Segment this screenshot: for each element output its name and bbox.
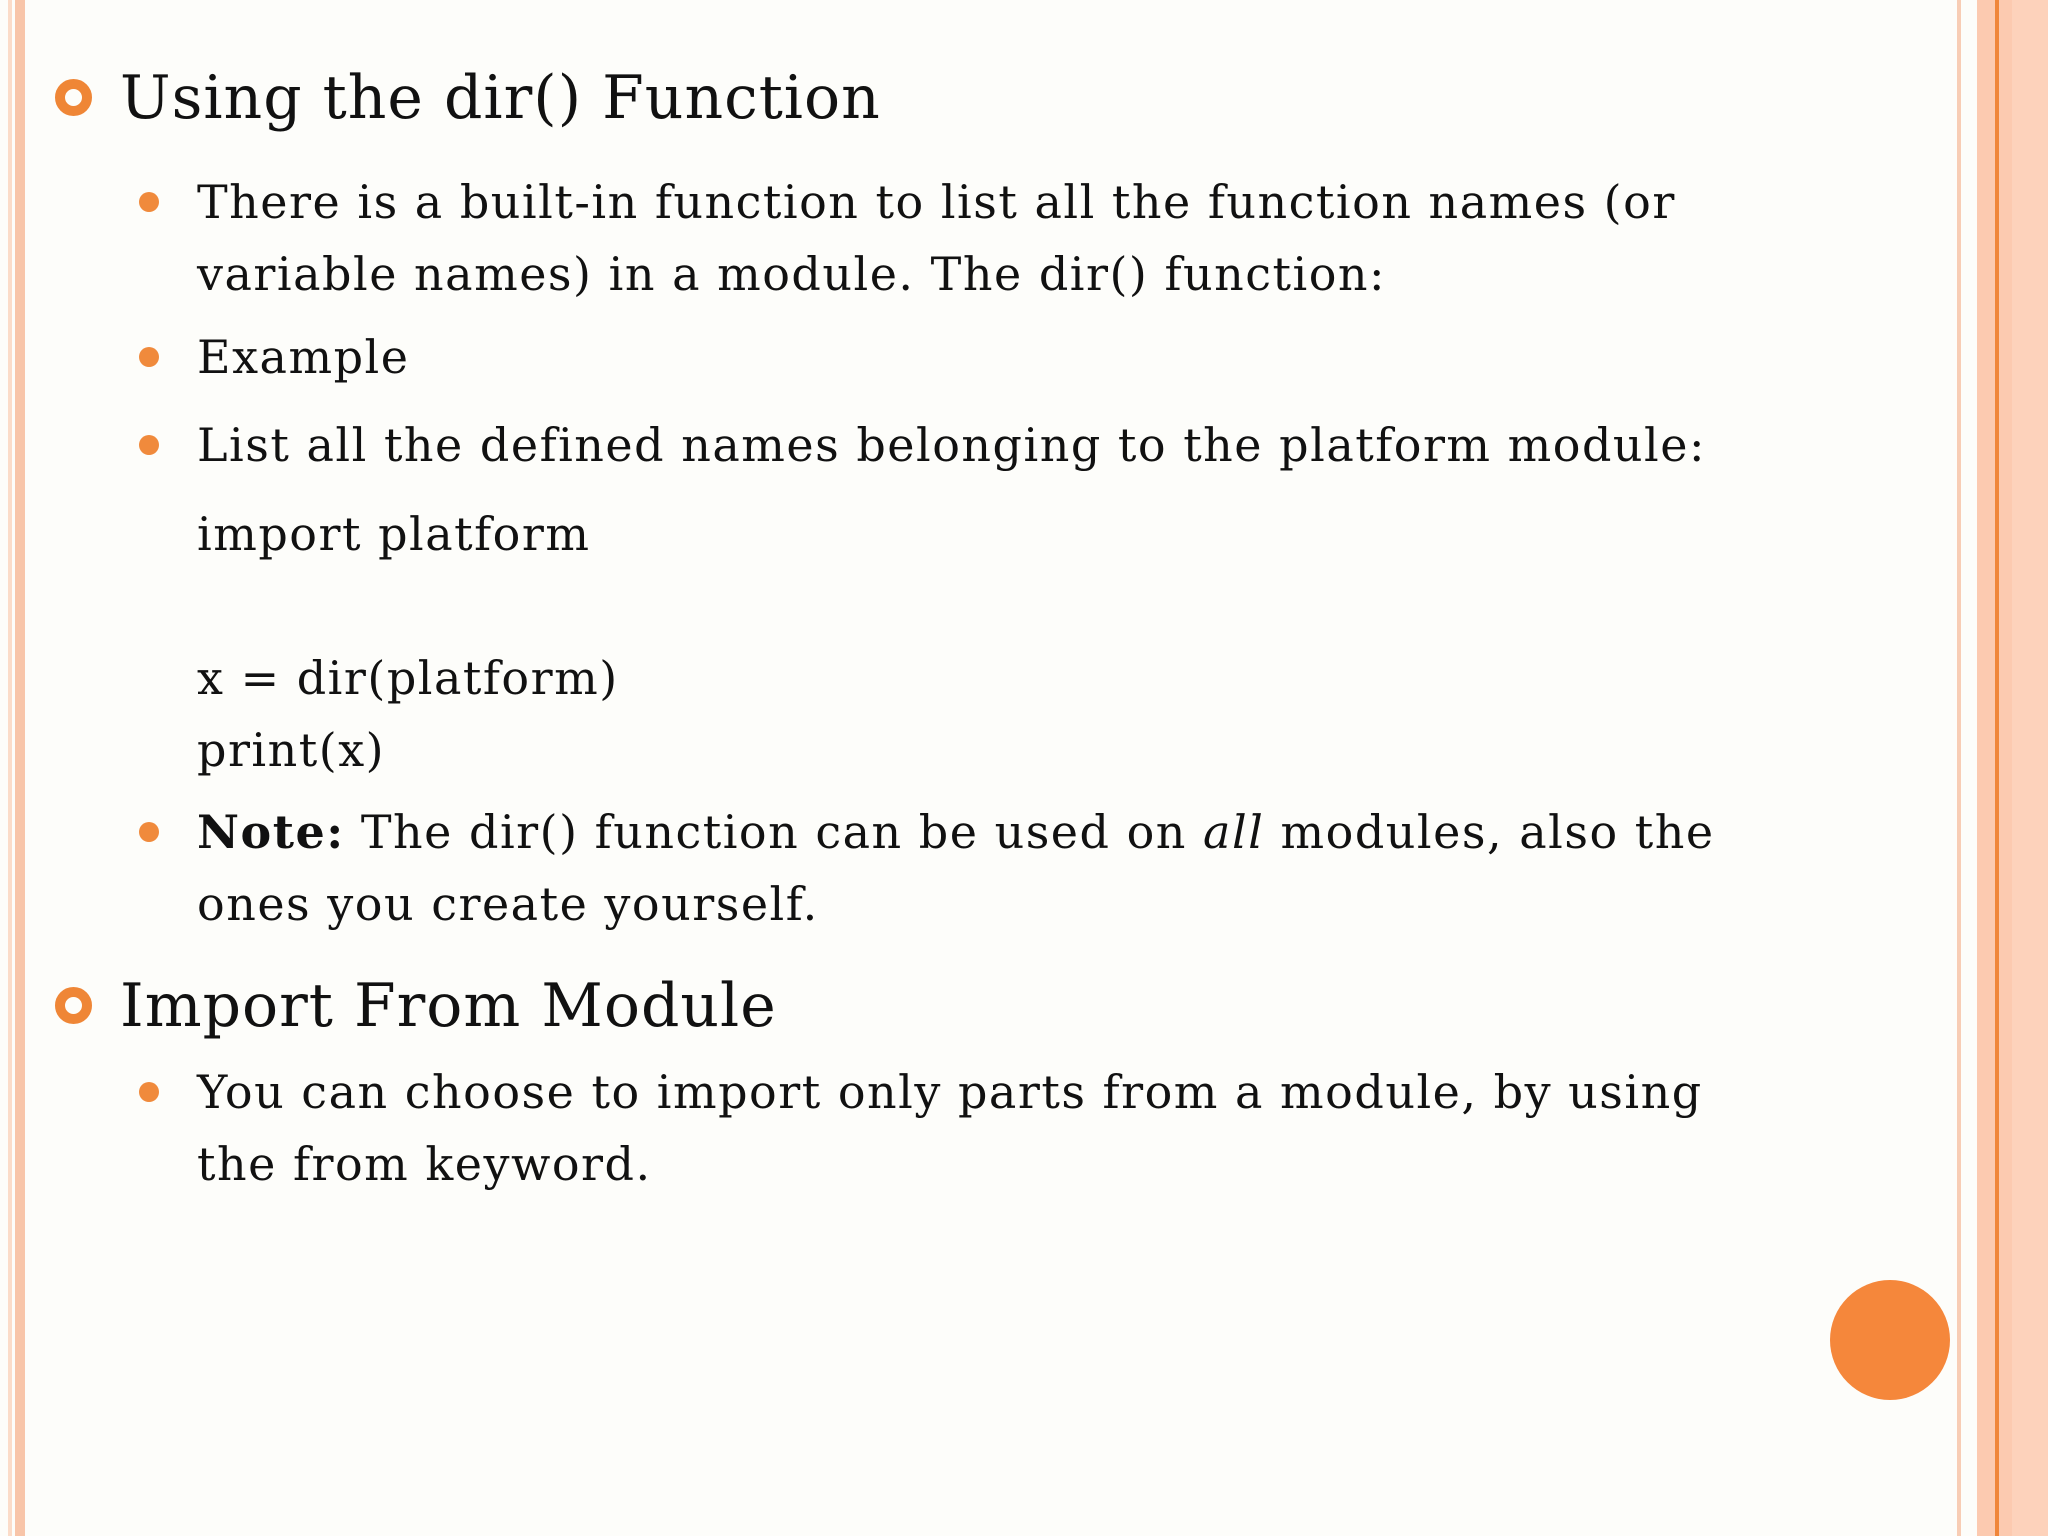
code-line: x = dir(platform)	[197, 651, 619, 705]
note-bullet-item: Note: The dir() function can be used on …	[55, 796, 1908, 940]
dot-bullet-icon	[139, 822, 159, 842]
dot-bullet-icon	[139, 192, 159, 212]
bullet-line: variable names) in a module. The dir() f…	[197, 247, 1387, 301]
note-italic-word: all	[1203, 805, 1265, 859]
code-line: import platform	[197, 507, 591, 561]
decorative-circle	[1830, 1280, 1950, 1400]
bullet-line: Example	[197, 330, 410, 384]
bullet-line: You can choose to import only parts from…	[197, 1065, 1703, 1119]
section1-title: Using the dir() Function	[120, 63, 881, 133]
dot-bullet-icon	[139, 435, 159, 455]
section2-title: Import From Module	[120, 971, 777, 1041]
left-edge-stripe-thin	[8, 0, 12, 1536]
bullet-line: the from keyword.	[197, 1137, 652, 1191]
bullet-text: There is a built-in function to list all…	[197, 166, 1676, 310]
note-label: Note:	[197, 805, 345, 859]
bullet-item: List all the defined names belonging to …	[55, 409, 1908, 481]
note-text: Note: The dir() function can be used on …	[197, 796, 1715, 940]
note-segment: The dir() function can be used on	[344, 805, 1204, 859]
section2-heading: Import From Module	[55, 970, 1908, 1042]
note-line: Note: The dir() function can be used on …	[197, 796, 1715, 868]
bullet-line: There is a built-in function to list all…	[197, 175, 1676, 229]
left-edge-stripe-wide	[15, 0, 25, 1536]
bullet-item: You can choose to import only parts from…	[55, 1056, 1908, 1200]
bullet-text: Example	[197, 321, 409, 393]
right-edge-band-light	[2012, 0, 2048, 1536]
dot-bullet-icon	[139, 1082, 159, 1102]
dot-bullet-icon	[139, 347, 159, 367]
ring-bullet-icon	[55, 79, 92, 116]
bullet-text: You can choose to import only parts from…	[197, 1056, 1703, 1200]
bullet-item: Example	[55, 321, 1908, 393]
code-line: print(x)	[197, 723, 386, 777]
note-segment: modules, also the	[1264, 805, 1715, 859]
note-line: ones you create yourself.	[197, 877, 819, 931]
blank-line	[197, 570, 1908, 642]
section1-heading: Using the dir() Function	[55, 62, 1908, 134]
bullet-line: List all the defined names belonging to …	[197, 418, 1706, 472]
code-sample: import platform x = dir(platform) print(…	[197, 498, 1908, 786]
bullet-text: List all the defined names belonging to …	[197, 409, 1706, 481]
slide-content: Using the dir() Function There is a buil…	[55, 62, 1908, 1200]
ring-bullet-icon	[55, 987, 92, 1024]
right-edge-stripe-thin	[1957, 0, 1961, 1536]
right-edge-band-dark-stripe	[1995, 0, 1999, 1536]
bullet-item: There is a built-in function to list all…	[55, 166, 1908, 310]
